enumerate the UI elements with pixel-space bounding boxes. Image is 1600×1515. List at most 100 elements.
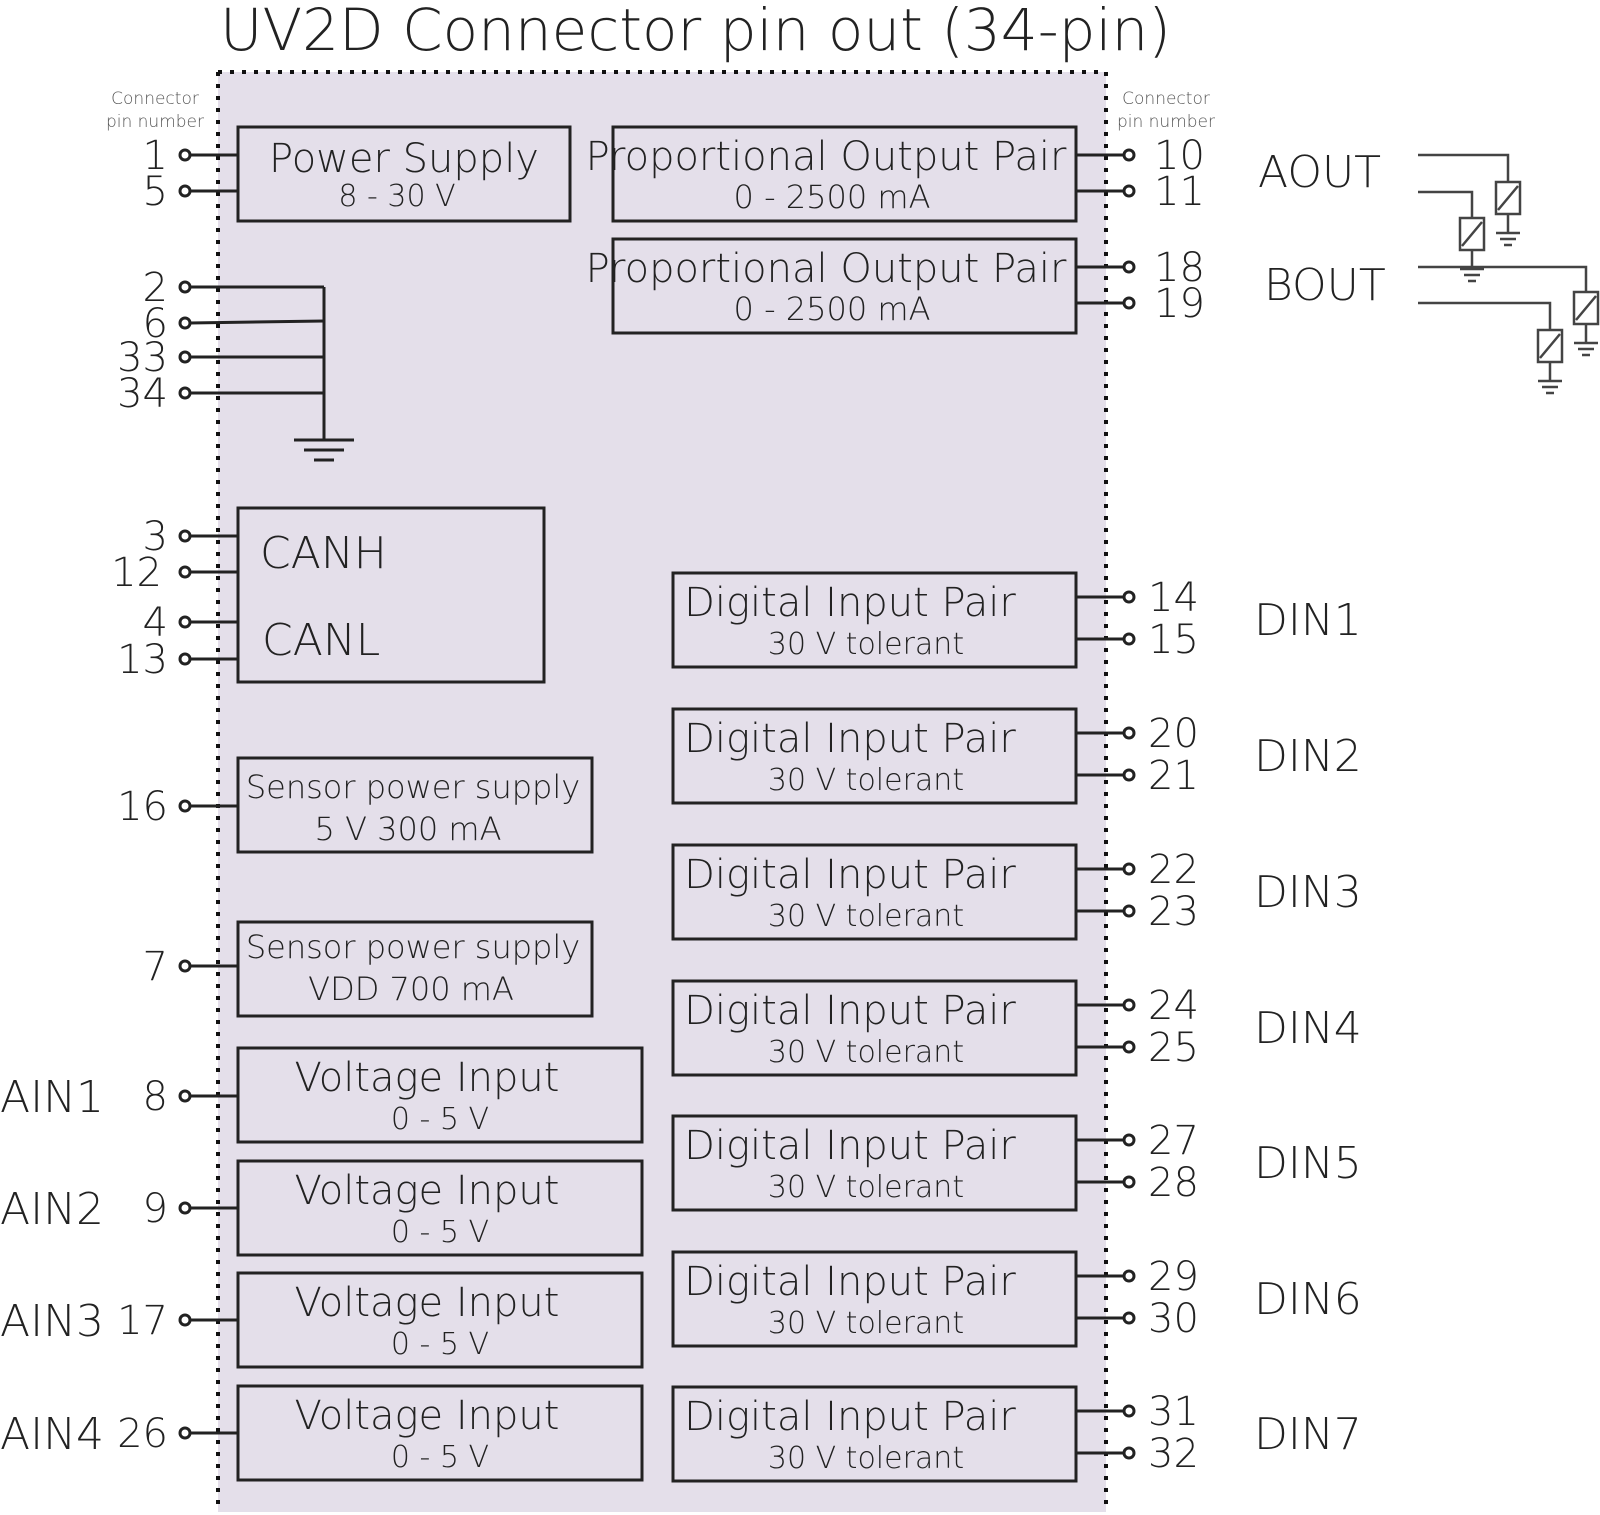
digital-input-title: Digital Input Pair [684, 852, 1016, 898]
voltage-input-ain3: Voltage Input 0 - 5 V 17 AIN3 [0, 1271, 644, 1369]
voltage-input-subtitle: 0 - 5 V [391, 1102, 489, 1137]
digital-input-subtitle: 30 V tolerant [768, 899, 964, 934]
pin-number: 6 [143, 301, 168, 347]
signal-label: DIN2 [1254, 731, 1362, 782]
pin-terminal [1122, 1269, 1136, 1283]
signal-label: AOUT [1258, 147, 1381, 198]
proportional-output-bout: Proportional Output Pair 0 - 2500 mA 18 … [586, 237, 1386, 335]
pin-number: 31 [1148, 1389, 1199, 1435]
proportional-output-aout: Proportional Output Pair 0 - 2500 mA 10 … [586, 125, 1381, 223]
voltage-input-ain2: Voltage Input 0 - 5 V 9 AIN2 [0, 1159, 644, 1257]
pin-terminal [1122, 148, 1136, 162]
sensor-supply-title: Sensor power supply [246, 928, 580, 966]
ground-icon [1460, 267, 1484, 283]
pin-number: 34 [117, 371, 168, 417]
pin-number: 11 [1154, 169, 1205, 215]
ground-icon [1538, 379, 1562, 395]
sensor-supply-box [236, 920, 594, 1018]
digital-input-title: Digital Input Pair [684, 988, 1016, 1034]
pin-terminal [178, 184, 192, 198]
pin-terminal [178, 1089, 192, 1103]
proportional-output-subtitle: 0 - 2500 mA [734, 290, 931, 328]
voltage-input-title: Voltage Input [295, 1168, 560, 1214]
pin-terminal [1122, 590, 1136, 604]
signal-label: BOUT [1264, 260, 1386, 311]
pin-terminal [178, 1313, 192, 1327]
digital-input-subtitle: 30 V tolerant [768, 1170, 964, 1205]
output-load-schematic [1418, 153, 1600, 395]
left-pin-header-line1: Connector [111, 89, 199, 109]
voltage-input-title: Voltage Input [295, 1055, 560, 1101]
pin-number: 8 [143, 1074, 168, 1120]
digital-input-din2: Digital Input Pair 30 V tolerant 20 21 D… [671, 707, 1362, 805]
digital-input-din1: Digital Input Pair 30 V tolerant 14 15 D… [671, 571, 1362, 669]
pin-number: 4 [143, 600, 168, 646]
can-block: CANH CANL 3 12 4 13 [111, 506, 546, 684]
pin-terminal [1122, 1446, 1136, 1460]
left-pin-header-line2: pin number [106, 112, 204, 132]
pin-terminal [1122, 184, 1136, 198]
digital-input-box [671, 1114, 1078, 1212]
digital-input-box [671, 571, 1078, 669]
coil-icon [1458, 216, 1486, 268]
voltage-input-title: Voltage Input [295, 1280, 560, 1326]
pin-terminal [178, 799, 192, 813]
pin-terminal [1122, 260, 1136, 274]
pin-terminal [1122, 1040, 1136, 1054]
coil-icon [1572, 290, 1600, 342]
voltage-input-ain4: Voltage Input 0 - 5 V 26 AIN4 [0, 1384, 644, 1482]
digital-input-box [671, 707, 1078, 805]
sensor-supply-vdd: Sensor power supply VDD 700 mA 7 [143, 920, 594, 1018]
digital-input-box [671, 1250, 1078, 1348]
digital-input-subtitle: 30 V tolerant [768, 1441, 964, 1476]
pin-number: 29 [1148, 1254, 1199, 1300]
pin-terminal [178, 615, 192, 629]
signal-label: DIN7 [1254, 1409, 1362, 1460]
pin-number: 18 [1154, 245, 1205, 291]
pin-number: 2 [143, 265, 168, 311]
pin-terminal [178, 652, 192, 666]
digital-input-din6: Digital Input Pair 30 V tolerant 29 30 D… [671, 1250, 1362, 1348]
digital-input-subtitle: 30 V tolerant [768, 1306, 964, 1341]
signal-label: DIN1 [1254, 595, 1362, 646]
voltage-input-subtitle: 0 - 5 V [391, 1327, 489, 1362]
signal-label: AIN3 [0, 1296, 104, 1347]
power-supply-subtitle: 8 - 30 V [338, 179, 455, 214]
pin-terminal [1122, 296, 1136, 310]
right-pin-header-line1: Connector [1122, 89, 1210, 109]
digital-input-subtitle: 30 V tolerant [768, 763, 964, 798]
pin-number: 24 [1148, 983, 1199, 1029]
canl-label: CANL [262, 615, 380, 666]
voltage-input-subtitle: 0 - 5 V [391, 1440, 489, 1475]
signal-label: DIN3 [1254, 867, 1362, 918]
pin-number: 14 [1148, 575, 1199, 621]
pin-terminal [1122, 1175, 1136, 1189]
coil-icon [1536, 328, 1564, 380]
pin-terminal [1122, 1133, 1136, 1147]
sensor-supply-5v: Sensor power supply 5 V 300 mA 16 [117, 756, 594, 854]
pin-terminal [1122, 726, 1136, 740]
right-pin-header-line2: pin number [1117, 112, 1215, 132]
pin-terminal [178, 1426, 192, 1440]
digital-input-title: Digital Input Pair [684, 1259, 1016, 1305]
pin-terminal [178, 529, 192, 543]
proportional-output-box [611, 237, 1078, 335]
proportional-output-box [611, 125, 1078, 223]
pin-number: 19 [1154, 281, 1205, 327]
digital-input-box [671, 843, 1078, 941]
pin-number: 20 [1148, 711, 1199, 757]
ground-block: 2 6 33 34 [117, 265, 354, 462]
pin-number: 17 [117, 1298, 168, 1344]
pin-terminal [178, 386, 192, 400]
pin-number: 3 [143, 514, 168, 560]
digital-input-title: Digital Input Pair [684, 580, 1016, 626]
pin-terminal [1122, 862, 1136, 876]
pin-terminal [1122, 1311, 1136, 1325]
ground-icon [1496, 231, 1520, 247]
proportional-output-title: Proportional Output Pair [586, 246, 1067, 292]
canh-label: CANH [260, 528, 387, 579]
pin-terminal [1122, 998, 1136, 1012]
pin-number: 16 [117, 784, 168, 830]
digital-input-din3: Digital Input Pair 30 V tolerant 22 23 D… [671, 843, 1362, 941]
